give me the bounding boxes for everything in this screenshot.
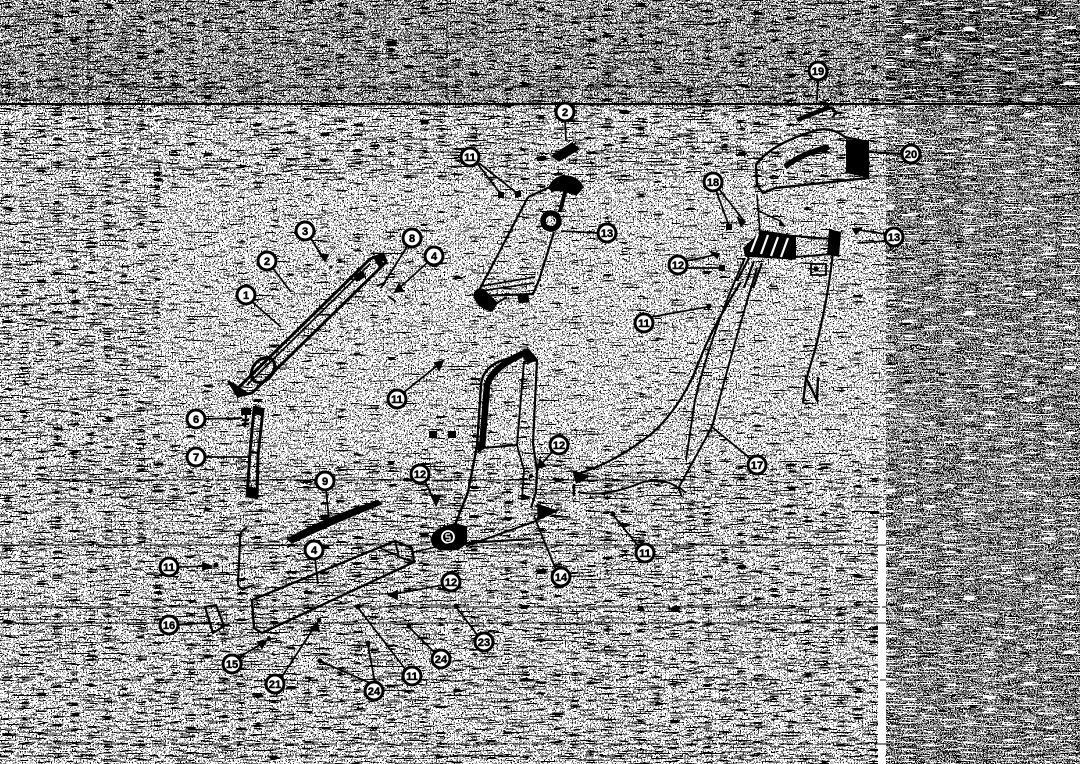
svg-text:7: 7 bbox=[193, 452, 199, 464]
svg-text:12: 12 bbox=[414, 469, 426, 481]
svg-text:8: 8 bbox=[409, 233, 415, 245]
svg-text:15: 15 bbox=[226, 659, 238, 671]
svg-text:18: 18 bbox=[707, 177, 719, 189]
svg-text:24: 24 bbox=[435, 654, 448, 666]
svg-text:4: 4 bbox=[431, 251, 438, 263]
svg-text:11: 11 bbox=[406, 671, 418, 683]
svg-text:1: 1 bbox=[243, 290, 249, 302]
svg-text:11: 11 bbox=[639, 548, 651, 560]
svg-text:12: 12 bbox=[445, 577, 457, 589]
svg-text:3: 3 bbox=[302, 226, 308, 238]
svg-text:16: 16 bbox=[163, 620, 175, 632]
svg-text:12: 12 bbox=[672, 260, 684, 272]
svg-text:13: 13 bbox=[601, 228, 613, 240]
svg-text:2: 2 bbox=[264, 256, 270, 268]
svg-text:23: 23 bbox=[478, 637, 490, 649]
svg-text:17: 17 bbox=[751, 460, 763, 472]
svg-text:11: 11 bbox=[391, 394, 403, 406]
svg-text:9: 9 bbox=[322, 476, 328, 488]
svg-text:11: 11 bbox=[163, 562, 175, 574]
svg-text:4: 4 bbox=[311, 545, 318, 557]
svg-text:11: 11 bbox=[464, 152, 476, 164]
svg-text:2: 2 bbox=[562, 107, 568, 119]
svg-text:6: 6 bbox=[193, 414, 199, 426]
svg-text:21: 21 bbox=[269, 679, 281, 691]
svg-text:19: 19 bbox=[812, 66, 824, 78]
svg-text:12: 12 bbox=[553, 440, 565, 452]
svg-text:11: 11 bbox=[638, 318, 650, 330]
svg-text:20: 20 bbox=[905, 149, 917, 161]
svg-text:24: 24 bbox=[368, 686, 381, 698]
svg-text:14: 14 bbox=[555, 572, 568, 584]
svg-text:13: 13 bbox=[888, 232, 900, 244]
